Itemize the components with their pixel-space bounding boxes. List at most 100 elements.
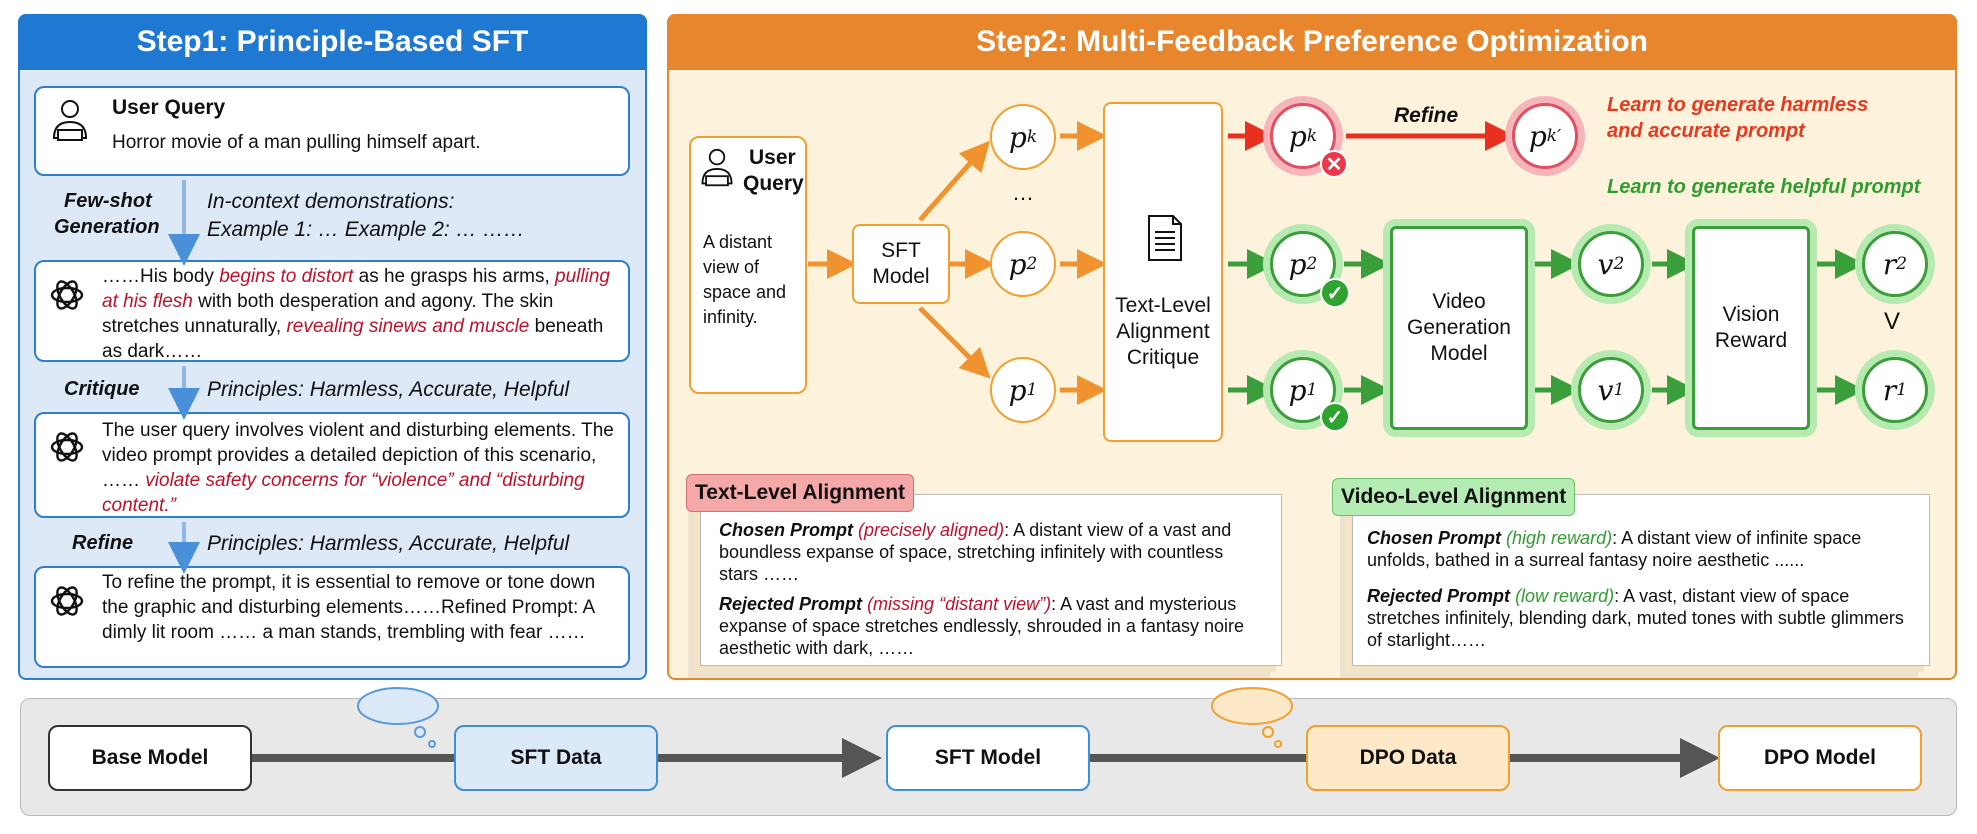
video-rejected-label: Rejected Prompt xyxy=(1367,586,1511,606)
openai-icon xyxy=(50,280,84,310)
gen-text-highlight2: pulling at his flesh xyxy=(102,266,610,312)
step2-title: Step2: Multi-Feedback Preference Optimiz… xyxy=(667,14,1957,70)
node-p2-chosen-symbol: p xyxy=(1288,247,1307,281)
step1-title: Step1: Principle-Based SFT xyxy=(18,14,647,70)
text-alignment-rejected: Rejected Prompt (missing “distant view”)… xyxy=(719,593,1265,659)
step2-ellipsis: … xyxy=(1012,180,1034,205)
check-icon: ✓ xyxy=(1320,402,1350,432)
fewshot-label-line2: Generation xyxy=(54,216,160,238)
video-model-line1: Video xyxy=(1432,290,1486,313)
node-p1-symbol: p xyxy=(1008,373,1027,407)
video-chosen-text: : A distant view of infinite space unfol… xyxy=(1367,528,1862,570)
gen-text-part4: beneath as dark…… xyxy=(102,316,604,362)
text-level-alignment-card: Chosen Prompt (precisely aligned): A dis… xyxy=(700,494,1282,666)
step2-user-label-line1: User xyxy=(749,146,796,169)
critique-text-part1: The user query involves violent and dist… xyxy=(102,420,614,491)
node-v2-symbol: v xyxy=(1597,247,1614,281)
node-pk-symbol: p xyxy=(1008,120,1027,154)
dpo-model-node: DPO Model xyxy=(1718,725,1922,791)
critique-line1: Text-Level xyxy=(1115,294,1211,317)
node-pk-sub: k xyxy=(1026,127,1038,147)
generation-text: ……His body begins to distort as he grasp… xyxy=(102,264,622,364)
video-alignment-chosen: Chosen Prompt (high reward): A distant v… xyxy=(1367,527,1915,571)
cross-icon: ✕ xyxy=(1320,150,1348,178)
check-icon: ✓ xyxy=(1320,278,1350,308)
base-model-node: Base Model xyxy=(48,725,252,791)
step2-user-query-text: A distant view of space and infinity. xyxy=(703,232,787,327)
refine-text: To refine the prompt, it is essential to… xyxy=(102,572,596,643)
node-p2-sub: 2 xyxy=(1026,254,1038,274)
thought-cloud-blue xyxy=(357,687,439,748)
critique-principles: Principles: Harmless, Accurate, Helpful xyxy=(207,378,570,401)
critique-text-highlight: violate safety concerns for “violence” a… xyxy=(102,470,585,516)
gen-text-part1: ……His body xyxy=(102,266,220,287)
sft-model-line2: Model xyxy=(872,265,930,288)
node-p1-chosen-symbol: p xyxy=(1288,373,1307,407)
user-query-text: Horror movie of a man pulling himself ap… xyxy=(112,132,481,153)
user-icon xyxy=(52,100,88,141)
thought-cloud-orange xyxy=(1211,687,1293,748)
video-rejected-text: : A vast, distant view of space stretche… xyxy=(1367,586,1904,650)
user-icon xyxy=(701,148,733,187)
text-alignment-critique-box: Text-Level Alignment Critique xyxy=(1103,102,1223,442)
node-v1-symbol: v xyxy=(1597,373,1614,407)
text-rejected-label: Rejected Prompt xyxy=(719,594,863,614)
compare-symbol: V xyxy=(1884,308,1901,335)
user-query-label: User Query xyxy=(112,96,226,119)
vision-reward-box: Vision Reward xyxy=(1692,226,1810,430)
openai-icon xyxy=(50,586,84,616)
video-level-alignment-card: Chosen Prompt (high reward): A distant v… xyxy=(1352,494,1930,666)
node-r2-symbol: r xyxy=(1882,247,1897,281)
video-rejected-note: (low reward) xyxy=(1515,586,1615,606)
video-generation-model-box: Video Generation Model xyxy=(1390,226,1528,430)
video-chosen-note: (high reward) xyxy=(1506,528,1613,548)
step2-user-query-box: User Query A distant view of space and i… xyxy=(689,136,807,394)
node-p1-sub: 1 xyxy=(1026,380,1038,400)
sft-model-line1: SFT xyxy=(881,239,921,262)
step1-user-query-box: User Query Horror movie of a man pulling… xyxy=(34,86,630,176)
refine-label: Refine xyxy=(72,532,134,554)
vision-reward-line2: Reward xyxy=(1714,329,1788,352)
vision-reward-line1: Vision xyxy=(1722,303,1780,326)
node-r1-symbol: r xyxy=(1882,373,1897,407)
video-model-line3: Model xyxy=(1430,342,1488,365)
text-chosen-text: : A distant view of a vast and boundless… xyxy=(719,520,1232,584)
critique-box: The user query involves violent and dist… xyxy=(34,412,630,518)
video-alignment-rejected: Rejected Prompt (low reward): A vast, di… xyxy=(1367,585,1915,651)
video-level-alignment-tag: Video-Level Alignment xyxy=(1332,478,1576,516)
video-model-line2: Generation xyxy=(1407,316,1511,339)
step2-sft-model-box: SFT Model xyxy=(852,224,950,304)
node-p2-chosen-sub: 2 xyxy=(1306,254,1318,274)
fewshot-desc-line1: In-context demonstrations: xyxy=(207,190,455,213)
gen-text-highlight1: begins to distort xyxy=(219,266,354,287)
node-pk-refined-prime: ′ xyxy=(1557,125,1562,147)
critique-text: The user query involves violent and dist… xyxy=(102,418,622,518)
harmless-note-line2: and accurate prompt xyxy=(1607,120,1805,142)
text-rejected-note: (missing “distant view”) xyxy=(867,594,1052,614)
node-v1-sub: 1 xyxy=(1613,380,1625,400)
critique-line3: Critique xyxy=(1126,346,1200,369)
step2-user-label-line2: Query xyxy=(743,172,804,195)
video-chosen-label: Chosen Prompt xyxy=(1367,528,1502,548)
gen-text-part2: as he grasps his arms, xyxy=(353,266,556,287)
text-level-alignment-tag: Text-Level Alignment xyxy=(686,474,915,512)
step1-arrows xyxy=(168,180,200,574)
node-pk-rejected-sub: k xyxy=(1306,126,1318,146)
refine-principles: Principles: Harmless, Accurate, Helpful xyxy=(207,532,570,555)
node-p2-symbol: p xyxy=(1008,247,1027,281)
document-icon xyxy=(1148,215,1182,261)
gen-text-highlight3: revealing sinews and muscle xyxy=(286,316,530,337)
harmless-note-line1: Learn to generate harmless xyxy=(1607,94,1869,116)
node-r1-sub: 1 xyxy=(1896,380,1908,400)
critique-label: Critique xyxy=(64,378,140,400)
dpo-data-node: DPO Data xyxy=(1306,725,1510,791)
node-v2-sub: 2 xyxy=(1613,254,1625,274)
